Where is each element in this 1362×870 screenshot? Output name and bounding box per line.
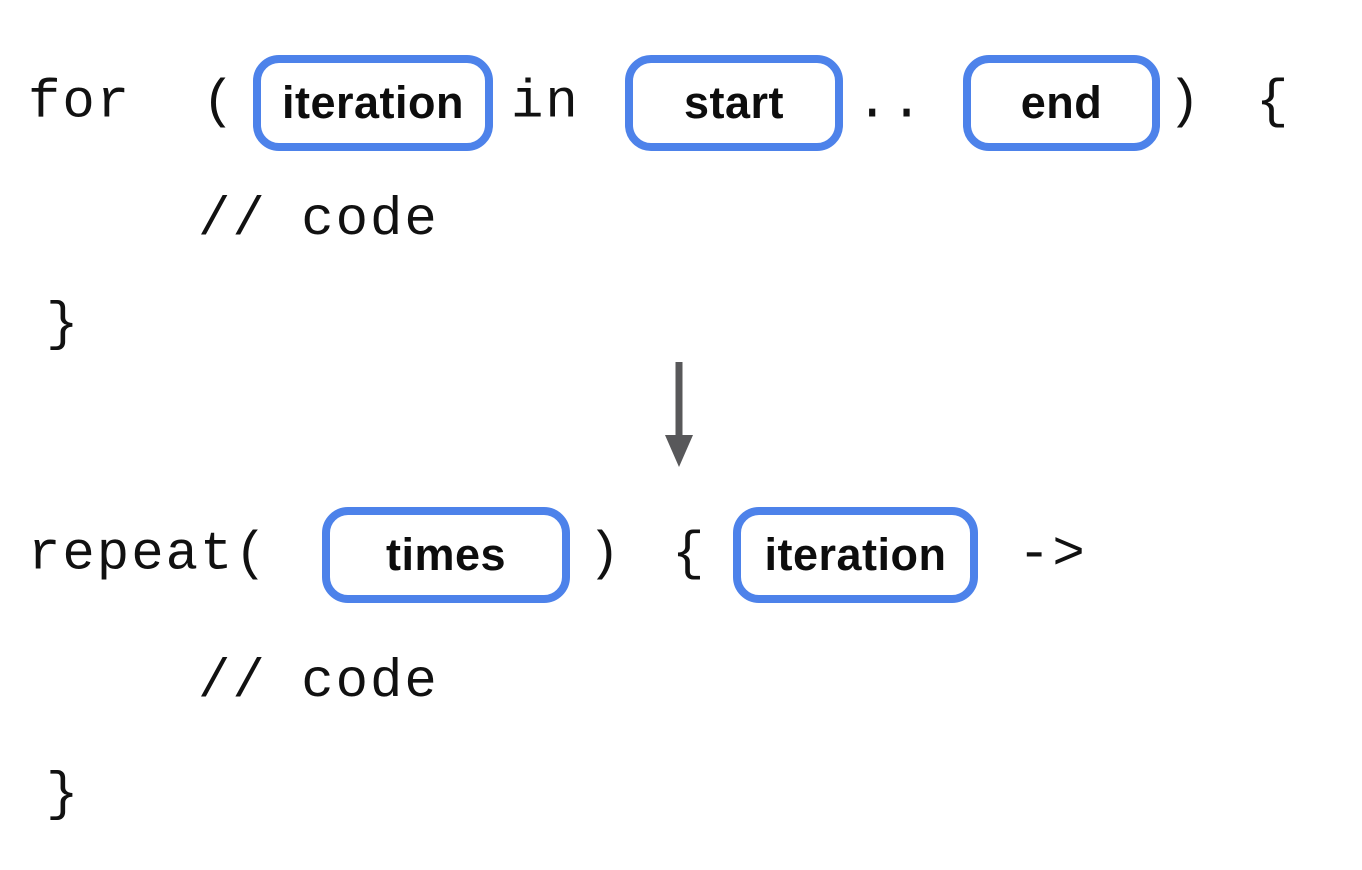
placeholder-chip-end: end	[963, 55, 1160, 151]
close-paren: )	[588, 524, 623, 586]
placeholder-chip-iteration: iteration	[253, 55, 493, 151]
open-paren: (	[202, 72, 237, 134]
lambda-arrow: ->	[1018, 524, 1087, 586]
repeat-comment: // code	[198, 652, 439, 713]
for-loop-close-brace: }	[46, 295, 81, 356]
placeholder-label-iteration: iteration	[281, 77, 465, 128]
range-operator: ..	[856, 72, 925, 134]
in-keyword: in	[511, 72, 580, 134]
down-arrow-icon	[665, 362, 693, 467]
open-brace: {	[1256, 72, 1291, 134]
repeat-header-line: repeat( times ) { iteration ->	[0, 505, 1362, 605]
placeholder-label-times: times	[385, 529, 507, 580]
open-brace: {	[672, 524, 707, 586]
repeat-close-brace: }	[46, 765, 81, 826]
placeholder-chip-iteration: iteration	[733, 507, 978, 603]
for-loop-header-line: for ( iteration in start .. end ) {	[0, 55, 1362, 151]
placeholder-label-end: end	[1020, 77, 1103, 128]
placeholder-label-iteration: iteration	[764, 529, 947, 580]
placeholder-chip-times: times	[322, 507, 570, 603]
for-keyword: for	[28, 72, 132, 134]
placeholder-chip-start: start	[625, 55, 843, 151]
for-loop-comment: // code	[198, 190, 439, 251]
placeholder-label-start: start	[683, 77, 785, 128]
repeat-keyword: repeat(	[28, 524, 269, 586]
close-paren: )	[1168, 72, 1203, 134]
